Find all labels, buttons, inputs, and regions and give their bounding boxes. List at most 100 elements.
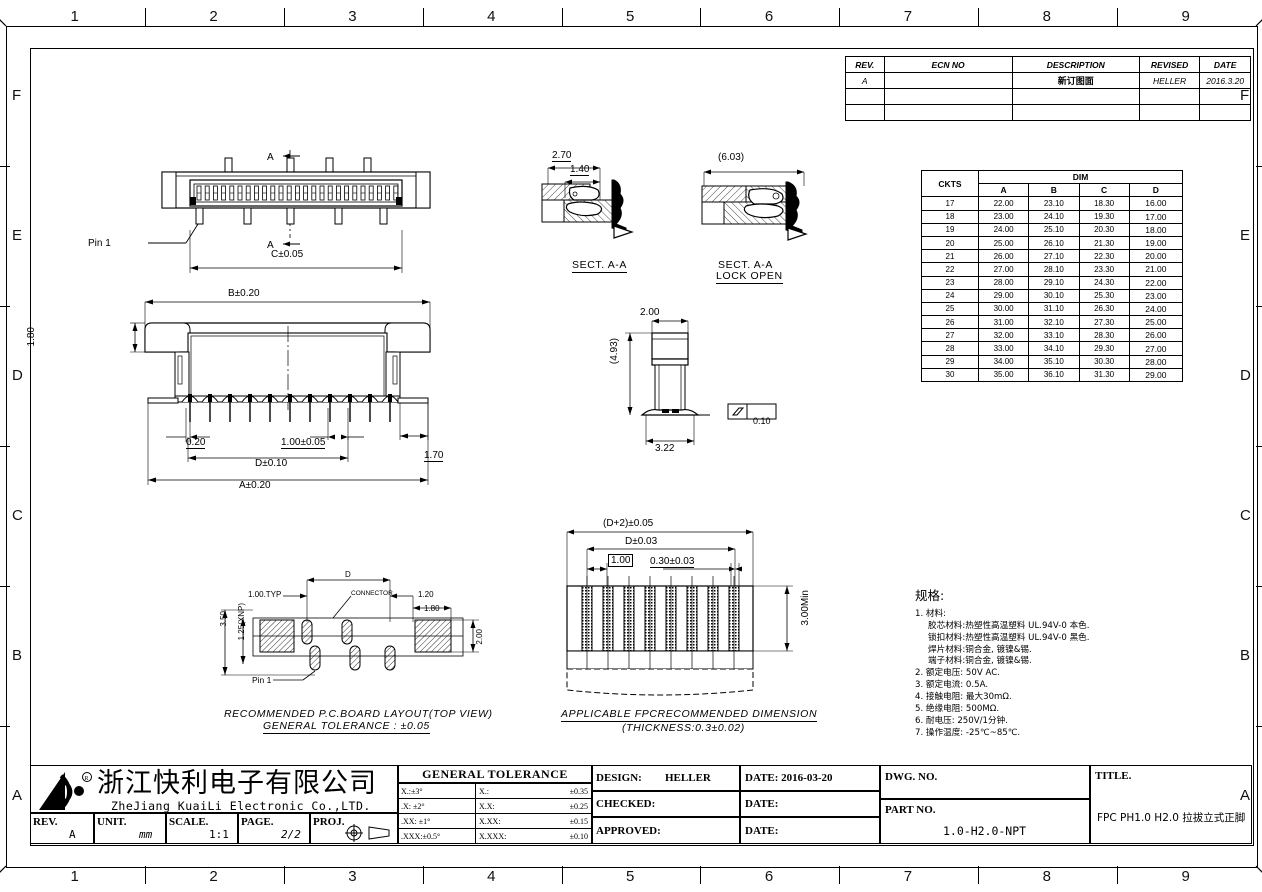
zone-label-top-2: 2	[209, 8, 218, 25]
zone-label-left-D: D	[12, 367, 23, 384]
fpc-dimension-drawing	[555, 518, 845, 708]
dim-header-col-C: C	[1078, 183, 1130, 198]
dim-cell-d: 29.00	[1128, 367, 1184, 383]
title-label: TITLE.	[1095, 770, 1132, 782]
dim-cell-c: 22.30	[1078, 249, 1130, 264]
pcb-layout-drawing	[205, 577, 505, 708]
zone-label-top-5: 5	[626, 8, 635, 25]
tolerance-linear-value: ±0.35	[543, 783, 593, 799]
zone-tick	[978, 8, 980, 26]
dim-cell-a: 28.00	[977, 275, 1030, 290]
company-logo-cell: R 浙江快利电子有限公司 ZheJiang KuaiLi Electronic …	[30, 765, 398, 813]
pcb-dim-d: D	[345, 570, 351, 579]
design-date-cell: DATE: 2016-03-20	[740, 765, 880, 791]
zone-tick	[700, 866, 702, 884]
dim-cell-ckts: 21	[921, 249, 979, 264]
dim-cell-d: 24.00	[1128, 301, 1184, 317]
dim-cell-b: 30.10	[1028, 288, 1080, 303]
dim-cell-a: 23.00	[977, 209, 1030, 224]
revision-header-cell: REV.	[845, 56, 885, 73]
unit-cell: UNIT. mm	[94, 813, 166, 844]
pcb-caption-1: RECOMMENDED P.C.BOARD LAYOUT(TOP VIEW)	[224, 708, 493, 720]
specifications-block: 规格: 1. 材料:胶芯材料:热塑性高温塑料 UL.94V-0 本色.锁扣材料:…	[915, 585, 1190, 739]
zone-label-bottom-5: 5	[626, 868, 635, 885]
zone-label-bottom-3: 3	[348, 868, 357, 885]
dim-cell-ckts: 17	[921, 196, 979, 211]
dim-cell-ckts: 30	[921, 367, 979, 383]
side-view-flatness-value: 0.10	[753, 416, 771, 426]
side-view-dim-200: 2.00	[640, 307, 660, 318]
side-view-drawing	[600, 305, 780, 465]
dim-cell-b: 26.10	[1028, 235, 1080, 251]
zone-tick	[561, 8, 563, 26]
zone-label-left-C: C	[12, 507, 23, 524]
zone-label-left-B: B	[12, 647, 23, 664]
zone-label-bottom-2: 2	[209, 868, 218, 885]
dim-cell-b: 35.10	[1028, 354, 1080, 369]
revision-cell-ecn	[883, 88, 1013, 105]
zone-tick	[0, 586, 10, 587]
page-label: PAGE.	[241, 816, 274, 828]
fpc-caption-1: APPLICABLE FPCRECOMMENDED DIMENSION	[561, 708, 818, 722]
tolerance-linear-name: X.:	[475, 783, 544, 799]
dim-cell-a: 30.00	[977, 301, 1030, 317]
dim-cell-d: 18.00	[1128, 222, 1184, 237]
dim-cell-d: 16.00	[1128, 196, 1184, 211]
dim-cell-d: 25.00	[1128, 315, 1184, 330]
svg-text:R: R	[84, 776, 88, 782]
dim-cell-d: 20.00	[1128, 249, 1184, 264]
specification-item: 4. 接触电阻: 最大30mΩ.	[915, 692, 1012, 703]
tolerance-angle: .XXX:±0.5°	[398, 828, 476, 844]
revision-row	[845, 104, 1251, 121]
zone-label-top-6: 6	[764, 8, 774, 25]
revision-cell-description	[1011, 88, 1140, 105]
dim-cell-ckts: 20	[921, 235, 979, 251]
side-view-dim-493: (4.93)	[609, 338, 620, 365]
projection-cell: PROJ.	[310, 813, 398, 844]
pcb-caption-2: GENERAL TOLERANCE : ±0.05	[263, 720, 430, 734]
section-aa-lock-dim-603: (6.03)	[718, 152, 745, 163]
zone-label-bottom-6: 6	[764, 868, 774, 885]
dim-cell-ckts: 18	[921, 209, 979, 224]
dim-cell-b: 32.10	[1028, 315, 1080, 330]
dim-cell-b: 36.10	[1028, 367, 1080, 383]
dim-cell-d: 22.00	[1128, 275, 1184, 290]
scale-cell: SCALE. 1:1	[166, 813, 238, 844]
tolerance-linear-name: X.XXX:	[475, 828, 544, 844]
dim-cell-ckts: 27	[921, 328, 979, 343]
dim-cell-d: 26.00	[1128, 328, 1184, 343]
zone-tick	[1117, 8, 1119, 26]
dwg-no-cell: DWG. NO.	[880, 765, 1090, 799]
dim-cell-ckts: 24	[921, 288, 979, 303]
dim-cell-a: 22.00	[977, 196, 1030, 211]
zone-tick	[1117, 866, 1119, 884]
zone-label-bottom-1: 1	[70, 868, 79, 885]
page-value: 2/2	[281, 828, 301, 841]
zone-label-right-C: C	[1240, 507, 1251, 524]
section-aa-caption: SECT. A-A	[572, 259, 627, 273]
zone-label-left-A: A	[12, 787, 23, 804]
zone-tick	[1256, 306, 1262, 307]
design-value: HELLER	[665, 772, 711, 784]
design-cell: DESIGN: HELLER	[592, 765, 740, 791]
zone-label-top-8: 8	[1042, 8, 1051, 25]
dim-cell-a: 35.00	[977, 367, 1030, 383]
dim-cell-b: 28.10	[1028, 262, 1080, 277]
part-no-cell: PART NO. 1.0-H2.0-NPT	[880, 799, 1090, 844]
tolerance-row: .XX: ±1°X.XX:±0.15	[398, 813, 593, 829]
specification-item: 7. 操作温度: -25℃~85℃.	[915, 727, 1021, 738]
first-angle-projection-icon	[345, 824, 390, 842]
part-no-label: PART NO.	[885, 804, 936, 816]
dim-cell-d: 21.00	[1128, 262, 1184, 277]
revision-cell-date	[1199, 104, 1251, 121]
section-aa-lock-caption-1: SECT. A-A	[718, 259, 773, 271]
tolerance-angle: .X: ±2°	[398, 798, 476, 814]
revision-header-cell: DESCRIPTION	[1011, 56, 1140, 73]
revision-row	[845, 88, 1251, 105]
